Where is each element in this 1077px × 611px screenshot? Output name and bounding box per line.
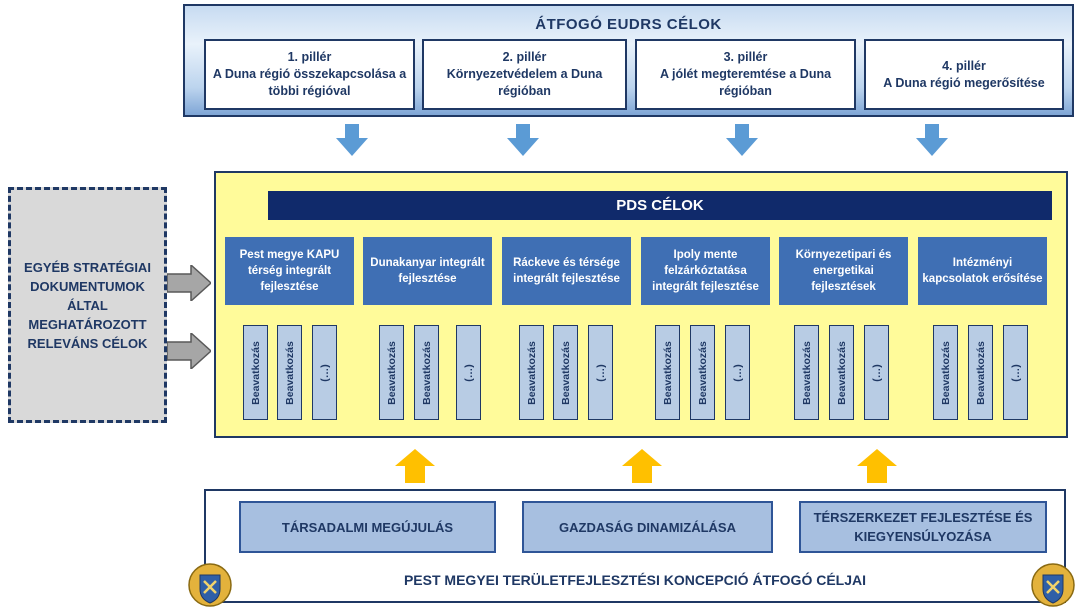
pds-goal-ipoly: Ipoly mente felzárkóztatása integrált fe…: [641, 237, 770, 305]
eudrs-title: ÁTFOGÓ EUDRS CÉLOK: [535, 16, 722, 33]
pillar-4: 4. pillér A Duna régió megerősítése: [864, 39, 1064, 110]
up-arrow-icon: [857, 449, 897, 483]
right-arrow-icon: [167, 333, 211, 369]
down-arrow-icon: [726, 124, 758, 156]
right-arrow-icon: [167, 265, 211, 301]
pds-title: PDS CÉLOK: [268, 191, 1052, 220]
up-arrow-icon: [622, 449, 662, 483]
intervention-more-box: (…): [1003, 325, 1028, 420]
intervention-box: Beavatkozás: [794, 325, 819, 420]
intervention-box: Beavatkozás: [829, 325, 854, 420]
intervention-box: Beavatkozás: [655, 325, 680, 420]
down-arrow-icon: [507, 124, 539, 156]
intervention-box: Beavatkozás: [414, 325, 439, 420]
concept-title: PEST MEGYEI TERÜLETFEJLESZTÉSI KONCEPCIÓ…: [403, 572, 867, 588]
intervention-box: Beavatkozás: [243, 325, 268, 420]
down-arrow-icon: [336, 124, 368, 156]
pillar-2: 2. pillér Környezetvédelem a Duna régiób…: [422, 39, 627, 110]
pds-goal-dunakanyar: Dunakanyar integrált fejlesztése: [363, 237, 492, 305]
pds-goal-intezmenyi: Intézményi kapcsolatok erősítése: [918, 237, 1047, 305]
concept-goal-social: TÁRSADALMI MEGÚJULÁS: [239, 501, 496, 553]
eudrs-goals-panel: ÁTFOGÓ EUDRS CÉLOK 1. pillér A Duna régi…: [183, 4, 1074, 117]
county-concept-panel: TÁRSADALMI MEGÚJULÁS GAZDASÁG DINAMIZÁLÁ…: [204, 489, 1066, 603]
intervention-more-box: (…): [864, 325, 889, 420]
intervention-box: Beavatkozás: [690, 325, 715, 420]
pds-goal-kapu: Pest megye KAPU térség integrált fejlesz…: [225, 237, 354, 305]
up-arrow-icon: [395, 449, 435, 483]
county-crest-icon: [1031, 563, 1075, 607]
pds-goals-panel: PDS CÉLOK Pest megye KAPU térség integrá…: [214, 171, 1068, 438]
pillar-3: 3. pillér A jólét megteremtése a Duna ré…: [635, 39, 856, 110]
intervention-box: Beavatkozás: [379, 325, 404, 420]
intervention-box: Beavatkozás: [933, 325, 958, 420]
other-strategic-goals-box: EGYÉB STRATÉGIAI DOKUMENTUMOK ÁLTAL MEGH…: [8, 187, 167, 423]
concept-goal-economy: GAZDASÁG DINAMIZÁLÁSA: [522, 501, 773, 553]
intervention-more-box: (…): [725, 325, 750, 420]
intervention-more-box: (…): [588, 325, 613, 420]
pds-goal-kornyezetipari: Környezetipari és energetikai fejlesztés…: [779, 237, 908, 305]
intervention-box: Beavatkozás: [553, 325, 578, 420]
concept-goal-spatial: TÉRSZERKEZET FEJLESZTÉSE ÉS KIEGYENSÚLYO…: [799, 501, 1047, 553]
intervention-box: Beavatkozás: [519, 325, 544, 420]
intervention-more-box: (…): [456, 325, 481, 420]
pds-goal-rackeve: Ráckeve és térsége integrált fejlesztése: [502, 237, 631, 305]
pillar-1: 1. pillér A Duna régió összekapcsolása a…: [204, 39, 415, 110]
intervention-box: Beavatkozás: [277, 325, 302, 420]
county-crest-icon: [188, 563, 232, 607]
intervention-box: Beavatkozás: [968, 325, 993, 420]
intervention-more-box: (…): [312, 325, 337, 420]
down-arrow-icon: [916, 124, 948, 156]
